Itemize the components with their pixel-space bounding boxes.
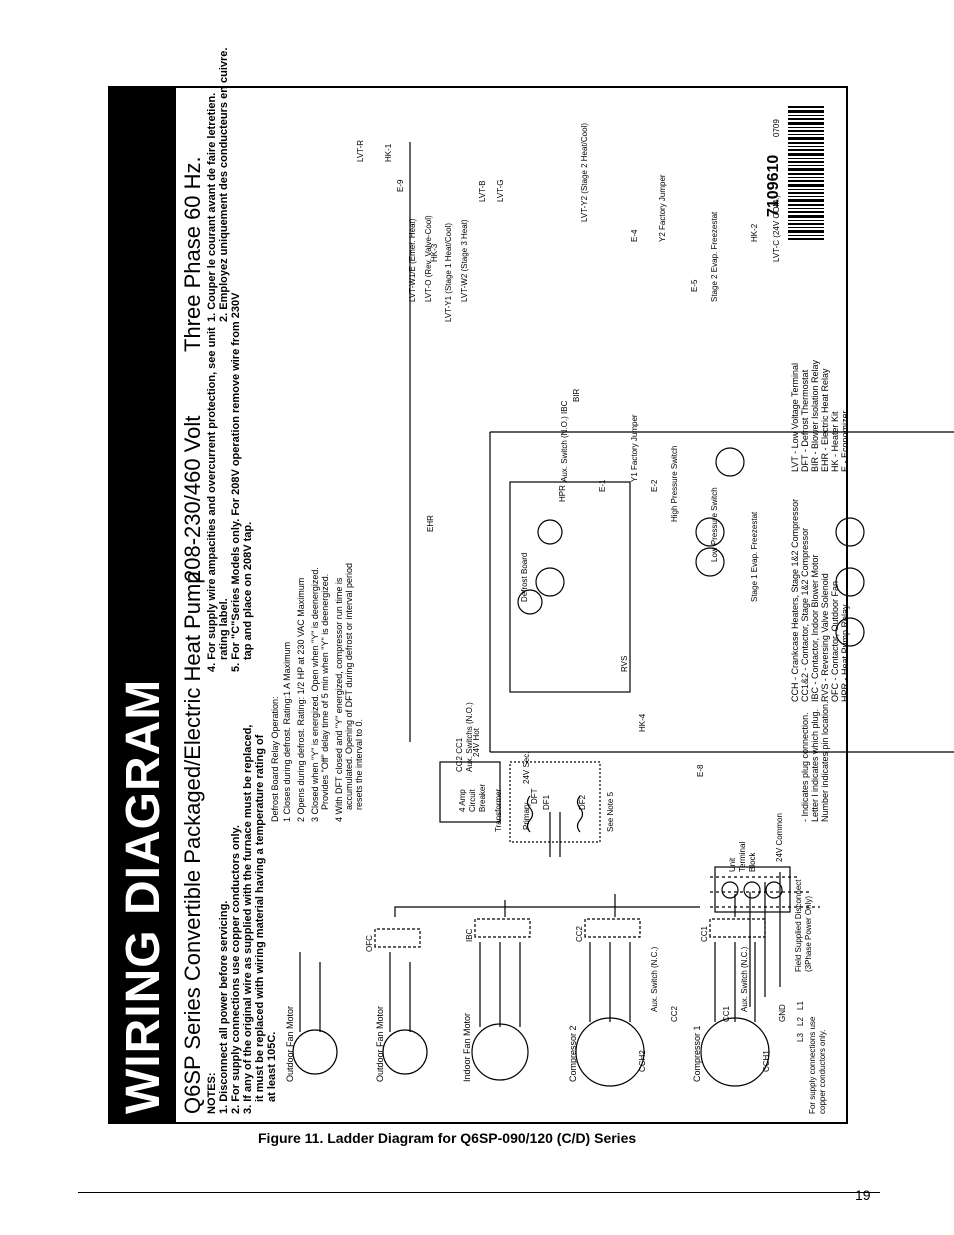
cch2-label: CCH2 <box>638 1050 647 1072</box>
e2-label: E-2 <box>650 479 659 492</box>
legend-bir: BIR - Blower Isolation Relay <box>810 359 820 472</box>
defrost-board-label: Defrost Board <box>520 552 529 602</box>
l3-label: L3 <box>796 1033 805 1042</box>
hpr-relay-label: HPR <box>558 485 567 502</box>
wiring-diagram-frame: WIRING DIAGRAM Q6SP Series Convertible P… <box>108 48 954 1124</box>
bir-relay-label: BIR <box>572 388 581 402</box>
see-note-5-label: See Note 5 <box>606 791 615 832</box>
lvt-b-label: LVT-B <box>478 180 487 202</box>
hk1-label: HK-1 <box>384 143 393 162</box>
l1-label: L1 <box>796 1001 805 1010</box>
outdoor-fan-motor-1-label: Outdoor Fan Motor <box>285 1005 295 1082</box>
df2-label: DF2 <box>578 794 587 810</box>
lvt-o-label: LVT-O (Rev. Valve-Cool) <box>424 215 433 302</box>
compressor-2-symbol <box>575 1017 645 1087</box>
lvt-y2-label: LVT-Y2 (Stage 2 Heat/Cool) <box>580 122 589 222</box>
legend-lvt: LVT - Low Voltage Terminal <box>790 362 800 472</box>
legend-ehr: EHR - Electric Heat Relay <box>820 368 830 472</box>
unit-terminal-block-label-c: Block <box>748 852 757 872</box>
breaker-label-a: 4 Amp <box>458 789 467 812</box>
cch1-label: CCH1 <box>762 1050 771 1072</box>
rvs-label: RVS <box>620 655 629 672</box>
outdoor-fan-motor-1-symbol <box>292 1029 338 1075</box>
legend-plug-c: Number indicates pin location. <box>820 701 830 822</box>
legend-ibc: IBC - Contactor, Indoor Blower Motor <box>810 554 820 702</box>
stage1-freezestat-label: Stage 1 Evap. Freezestat <box>750 511 759 602</box>
legend-cch: CCH - Crankcase Heaters, Stage 1&2 Compr… <box>790 498 800 702</box>
stage2-freezestat-label: Stage 2 Evap. Freezestat <box>710 211 719 302</box>
part-number: 7109610 <box>765 154 782 217</box>
lvt-g-label: LVT-G <box>496 179 505 202</box>
e4-label: E-4 <box>630 229 639 242</box>
rotated-diagram-content: WIRING DIAGRAM Q6SP Series Convertible P… <box>110 48 954 1122</box>
cc2-cc1-label: CC2 CC1 <box>455 737 464 772</box>
field-disconnect-label-a: Field Supplied Disconnect <box>794 879 803 973</box>
aux-switch-no-ibc-label: Aux. Switch (N.O.) IBC <box>560 400 569 482</box>
transformer-label: Transformer <box>494 788 503 832</box>
lvt-r-label: LVT-R <box>356 139 365 162</box>
legend-rvs: RVS - Reversing Valve Solenoid <box>820 573 830 702</box>
legend-ofc: OFC - Contactor, Outdoor Fan <box>830 580 840 702</box>
outdoor-fan-motor-2-symbol <box>382 1029 428 1075</box>
barcode-graphic <box>788 106 824 240</box>
hk4-label: HK-4 <box>638 713 647 732</box>
outdoor-fan-motor-2-label: Outdoor Fan Motor <box>375 1005 385 1082</box>
legend-dft: DFT - Defrost Thermostat <box>800 369 810 472</box>
l2-label: L2 <box>796 1017 805 1026</box>
legend-plug-a: - Indicates plug connection. <box>800 712 810 822</box>
ibc-contactor-label: IBC <box>465 928 474 942</box>
ehr-relay-label: EHR <box>426 515 435 532</box>
part-date: 0709 <box>772 119 781 137</box>
gnd-label: GND <box>778 1004 787 1022</box>
legend-plug-b: Letter l indicates which plug. <box>810 708 820 822</box>
legend-e: E - Economizer <box>840 410 850 472</box>
unit-terminal-block-label-a: Unit <box>728 857 737 872</box>
legend-hpr: HPR - Heat Pump Relay <box>840 604 850 702</box>
low-pressure-switch-1-label: Low Pressure Switch <box>710 487 719 562</box>
hk2-label: HK-2 <box>750 223 759 242</box>
transformer-primary-label: Primary <box>522 802 531 830</box>
compressor-1-symbol <box>700 1017 770 1087</box>
footer-divider <box>78 1192 880 1193</box>
figure-caption: Figure 11. Ladder Diagram for Q6SP-090/1… <box>258 1130 637 1146</box>
24v-common-label: 24V Common <box>775 813 784 862</box>
lvt-w1-label: LVT-W1/E (Emer. Heat) <box>408 218 417 302</box>
field-disconnect-label-b: (3Phase Power Only) <box>804 895 813 972</box>
lvt-w2-label: LVT-W2 (Stage 3 Heat) <box>460 219 469 302</box>
compressor-2-label: Compressor 2 <box>568 1025 578 1082</box>
y1-jumper-label: Y1 Factory Jumper <box>630 414 639 482</box>
e8-label: E-8 <box>696 764 705 777</box>
supply-note-a: For supply connections use <box>808 1016 817 1114</box>
high-pressure-switch-1-label: High Pressure Switch <box>670 445 679 522</box>
ladder-diagram-schematic <box>292 142 954 1087</box>
legend-hk: HK - Heater Kit <box>830 411 840 472</box>
legend-cc: CC1&2 - Contactor, Stage 1&2 Compressor <box>800 527 810 702</box>
breaker-label-c: Breaker <box>478 783 487 812</box>
aux-switch-nc-cc1-label: Aux. Switch (N.C.) <box>740 946 749 1012</box>
cc1-contactor-label: CC1 <box>700 925 709 942</box>
breaker-label-b: Circuit <box>468 789 477 812</box>
cc2-contactor-label: CC2 <box>575 925 584 942</box>
dft-label: DFT <box>530 788 539 804</box>
aux-cc1-label: CC1 <box>722 1005 731 1022</box>
page-number: 19 <box>855 1187 871 1203</box>
indoor-fan-motor-label: Indoor Fan Motor <box>462 1012 472 1082</box>
aux-cc2-label: CC2 <box>670 1005 679 1022</box>
e5-label: E-5 <box>690 279 699 292</box>
aux-switchs-label: Aux. Switchs (N.O.) <box>465 702 474 772</box>
ofc-contactor-label: OFC <box>365 935 374 952</box>
unit-terminal-block-label-b: Terminal <box>738 841 747 872</box>
transformer-secondary-label: 24V Sec. <box>522 751 531 784</box>
compressor-1-label: Compressor 1 <box>692 1025 702 1082</box>
y2-jumper-label: Y2 Factory Jumper <box>658 174 667 242</box>
aux-switch-nc-cc2-label: Aux. Switch (N.C.) <box>650 946 659 1012</box>
lvt-y1-label: LVT-Y1 (Stage 1 Heat/Cool) <box>444 222 453 322</box>
e1-label: E-1 <box>598 479 607 492</box>
indoor-fan-motor-symbol <box>471 1023 529 1081</box>
e9-label: E-9 <box>396 179 405 192</box>
supply-note-b: copper conductors only. <box>818 1029 827 1114</box>
df1-label: DF1 <box>542 794 551 810</box>
